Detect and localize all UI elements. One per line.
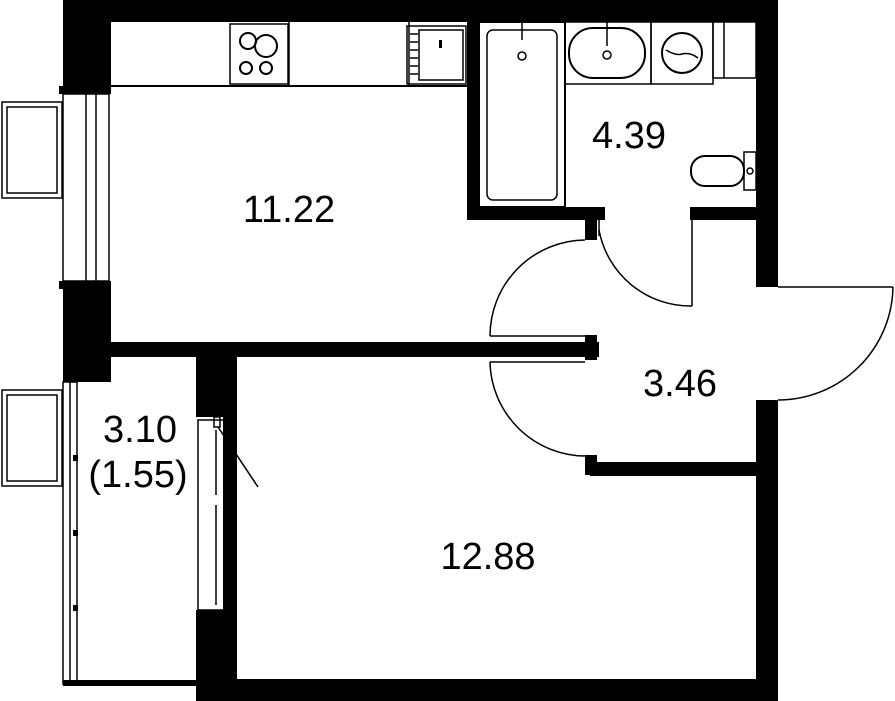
wall-balcony-bottom xyxy=(196,610,237,701)
wall-right-upper xyxy=(756,0,778,287)
bathtub-icon xyxy=(478,21,566,208)
hallway-area-label: 3.46 xyxy=(643,363,717,405)
balcony-area-label: 3.10 xyxy=(103,409,177,451)
kitchen-door xyxy=(489,239,586,337)
wall-top xyxy=(63,0,778,22)
bedroom-area-label: 12.88 xyxy=(440,536,535,578)
walls xyxy=(63,0,778,701)
wall-bath-bottom-left xyxy=(467,207,605,220)
toilet-icon xyxy=(690,151,757,191)
wall-right-lower xyxy=(756,400,778,701)
bathroom-door xyxy=(598,220,693,307)
wall-hall-bottom xyxy=(590,462,778,476)
balcony-window xyxy=(1,381,203,686)
kitchen-area-label: 11.22 xyxy=(243,189,335,231)
stove-icon xyxy=(229,23,289,85)
bathroom-area-label: 4.39 xyxy=(592,115,666,157)
kitchen-sink-icon xyxy=(406,25,467,85)
jamb-hall-mid xyxy=(585,335,597,360)
wall-bottom xyxy=(196,679,778,701)
wall-bath-left xyxy=(467,20,479,220)
kitchen-counter xyxy=(111,22,467,87)
balcony-reduced-area-label: (1.55) xyxy=(88,454,187,496)
wall-balcony-top xyxy=(196,357,237,417)
wall-kitchen-bedroom xyxy=(111,342,599,357)
wall-left-middle xyxy=(63,287,111,382)
entrance-door xyxy=(777,286,894,401)
balcony-door xyxy=(197,416,259,611)
washbasin-icon xyxy=(564,21,652,85)
jamb-hall-top xyxy=(585,220,597,240)
water-heater-icon xyxy=(712,21,757,79)
washing-machine-icon xyxy=(650,21,714,85)
wall-bath-bottom-right xyxy=(690,207,778,220)
kitchen-window xyxy=(1,86,111,289)
wall-left-top xyxy=(63,0,111,92)
bedroom-door xyxy=(489,361,586,457)
